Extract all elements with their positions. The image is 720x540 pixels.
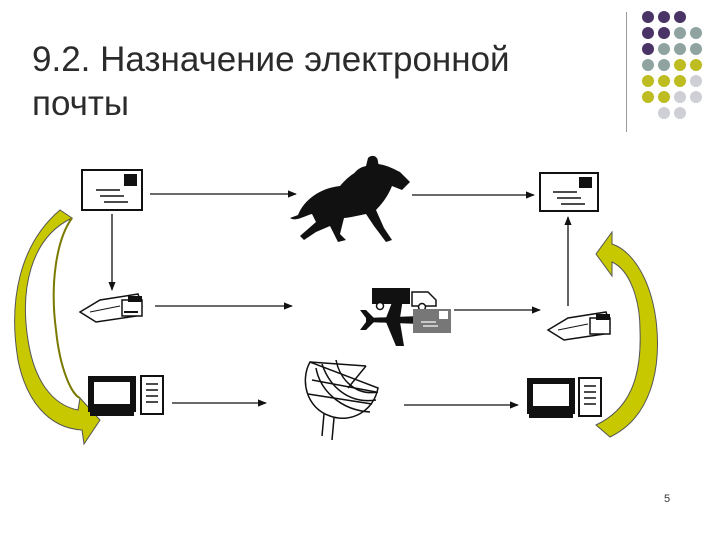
connector-arrows — [108, 190, 572, 409]
page-number: 5 — [664, 493, 671, 505]
left-curved-arrow-icon — [14, 209, 101, 446]
mailbox-icon-left — [78, 293, 143, 323]
computer-icon-left — [88, 375, 164, 416]
dot-row-5 — [642, 75, 702, 87]
decorative-dot-grid — [642, 11, 702, 119]
horse-rider-icon — [290, 155, 410, 242]
right-curved-arrow-icon — [595, 230, 658, 438]
airplane-icon — [360, 292, 424, 346]
computer-icon-right — [527, 377, 602, 418]
truck-icon — [372, 288, 437, 312]
dot-row-1 — [642, 11, 686, 23]
mailbox-icon-right — [546, 311, 611, 341]
header-divider — [626, 12, 627, 132]
dot-row-6 — [642, 91, 702, 103]
dot-row-2 — [642, 27, 702, 39]
dot-row-7 — [658, 107, 686, 119]
dot-row-4 — [642, 59, 702, 71]
satellite-dish-icon — [304, 359, 379, 441]
envelope-icon-left — [81, 169, 143, 211]
dot-row-3 — [642, 43, 702, 55]
envelope-icon-small — [413, 309, 451, 333]
slide-title: 9.2. Назначение электронной почты — [32, 40, 510, 123]
envelope-icon-right — [539, 172, 599, 212]
